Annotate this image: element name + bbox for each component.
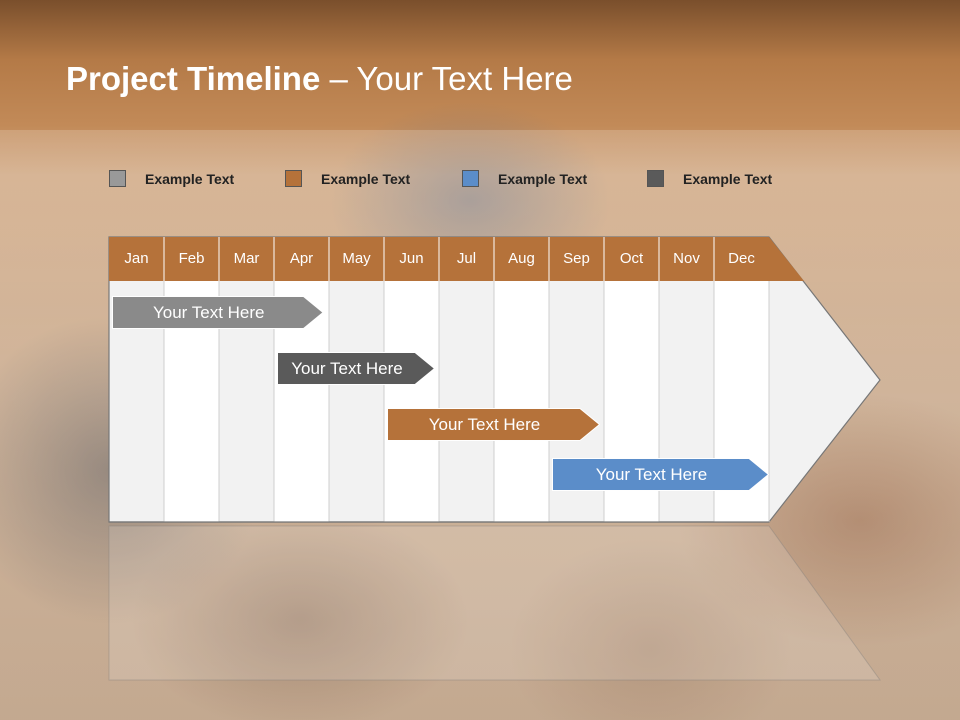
- month-label: Sep: [563, 250, 590, 267]
- task-bar[interactable]: Your Text Here: [552, 458, 769, 491]
- legend: Example Text Example Text Example Text E…: [0, 170, 960, 194]
- task-bar[interactable]: Your Text Here: [277, 352, 435, 385]
- month-column: [494, 281, 549, 522]
- month-label: Jul: [456, 250, 477, 267]
- legend-label: Example Text: [321, 170, 411, 187]
- page-title: Project Timeline – Your Text Here: [66, 60, 573, 98]
- legend-item: Example Text: [109, 170, 234, 187]
- task-label: Your Text Here: [291, 359, 403, 378]
- month-label: Feb: [178, 250, 205, 267]
- month-columns: [164, 281, 769, 522]
- month-label: May: [342, 250, 371, 267]
- task-arrow-shape: [112, 296, 324, 329]
- title-rest: – Your Text Here: [320, 60, 573, 97]
- month-label: Apr: [289, 250, 314, 267]
- month-header-band: [109, 237, 804, 281]
- task-arrow-shape: [387, 408, 600, 441]
- task-bar[interactable]: Your Text Here: [387, 408, 600, 441]
- task-arrow-shape: [552, 458, 769, 491]
- task-label: Your Text Here: [595, 465, 708, 484]
- task-arrow-shape: [277, 352, 435, 385]
- task-label: Your Text Here: [428, 415, 541, 434]
- title-bold: Project Timeline: [66, 60, 321, 97]
- legend-item: Example Text: [647, 170, 772, 187]
- month-label: Oct: [619, 250, 644, 267]
- month-column: [384, 281, 439, 522]
- timeline-reflection: [108, 525, 881, 681]
- month-label: Jun: [399, 250, 424, 267]
- legend-label: Example Text: [683, 170, 773, 187]
- legend-item: Example Text: [462, 170, 587, 187]
- month-label: Nov: [673, 250, 700, 267]
- month-label: Aug: [508, 250, 535, 267]
- legend-swatch: [647, 170, 664, 187]
- task-label: Your Text Here: [152, 303, 265, 322]
- legend-swatch: [109, 170, 126, 187]
- month-label: Jan: [124, 250, 149, 267]
- legend-label: Example Text: [498, 170, 588, 187]
- legend-swatch: [285, 170, 302, 187]
- month-label: Dec: [728, 250, 755, 267]
- legend-item: Example Text: [285, 170, 410, 187]
- month-label: Mar: [233, 250, 260, 267]
- legend-label: Example Text: [145, 170, 235, 187]
- task-bar[interactable]: Your Text Here: [112, 296, 324, 329]
- legend-swatch: [462, 170, 479, 187]
